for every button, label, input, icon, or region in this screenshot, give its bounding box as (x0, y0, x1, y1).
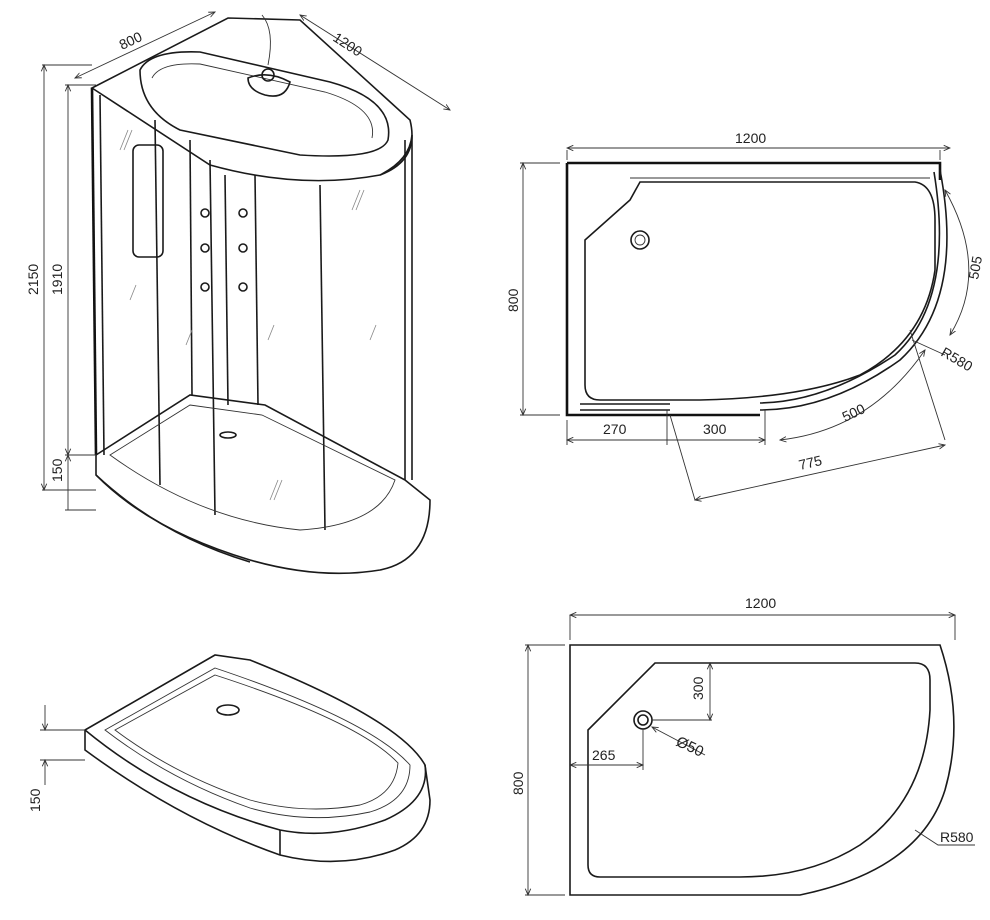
dim-tray-width: 1200 (745, 595, 776, 611)
dim-plan-radius: R580 (939, 344, 976, 375)
dim-iso-tray-height: 150 (49, 458, 65, 482)
body-jets (200, 208, 248, 292)
dim-tray-drain-y: 300 (690, 676, 706, 700)
dim-plan-arc-side: 505 (965, 255, 985, 281)
dim-plan-depth: 800 (505, 288, 521, 312)
dim-plan-width: 1200 (735, 130, 766, 146)
dim-tray-radius: R580 (940, 829, 974, 845)
plan-view: 1200 800 505 R580 500 270 300 775 (505, 130, 985, 500)
dim-plan-door-opening: 300 (703, 421, 727, 437)
tray-plan-view: 1200 800 300 265 Ø50 R580 (510, 595, 975, 895)
dim-iso-glass-height: 1910 (49, 264, 65, 295)
dim-tray-drain-diameter: Ø50 (673, 733, 706, 760)
dim-plan-fixed-panel: 270 (603, 421, 627, 437)
dim-iso-total-height: 2150 (25, 264, 41, 295)
tray-iso-view: 150 (27, 654, 431, 863)
iso-cabin-view: 2150 1910 150 800 1200 (25, 12, 450, 575)
dim-plan-arc-front: 500 (840, 400, 868, 424)
dim-iso-depth: 800 (117, 28, 145, 52)
dim-tray-depth: 800 (510, 771, 526, 795)
dim-tray-drain-x: 265 (592, 747, 616, 763)
dim-tray-iso-height: 150 (27, 788, 43, 812)
dim-iso-width: 1200 (330, 29, 365, 59)
dim-plan-chord: 775 (797, 452, 824, 473)
